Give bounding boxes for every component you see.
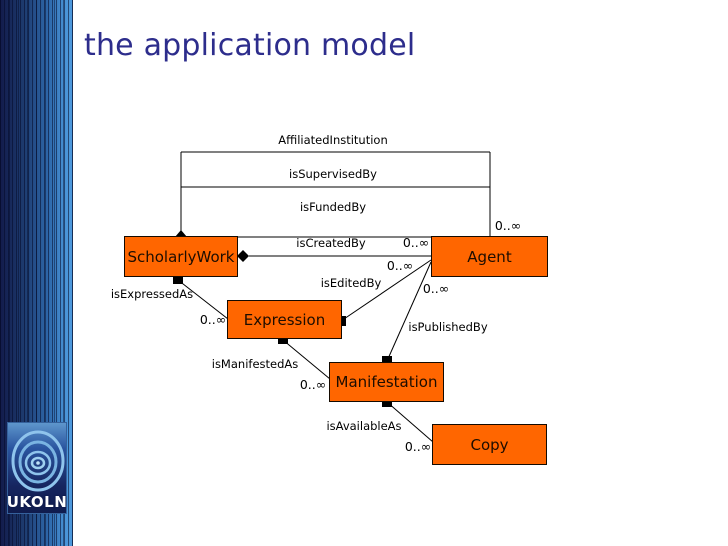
cardinality-label-ispublishedby: 0..∞: [422, 281, 450, 296]
connector-ismanifestedas: [282, 339, 331, 380]
entity-box-scholarlywork: ScholarlyWork: [124, 236, 238, 277]
relation-label-iscreatedby: isCreatedBy: [296, 236, 366, 250]
entity-label-copy: Copy: [470, 435, 509, 454]
entity-label-expression: Expression: [243, 310, 326, 329]
association-square-manifestation-top: [382, 356, 392, 366]
relation-label-iseditedby: isEditedBy: [320, 276, 382, 290]
cardinality-label-isexpressedas: 0..∞: [199, 312, 227, 327]
cardinality-label-isavailableas: 0..∞: [404, 439, 432, 454]
slide-title: the application model: [84, 28, 416, 63]
entity-box-copy: Copy: [432, 424, 547, 465]
connector-isavailableas: [386, 401, 434, 443]
ukoln-logo-text: UKOLN: [6, 493, 68, 511]
relation-label-isavailableas: isAvailableAs: [326, 419, 402, 433]
connector-iseditedby: [340, 259, 432, 322]
relation-label-isfundedby: isFundedBy: [299, 200, 367, 214]
ukoln-spiral-icon: [11, 430, 65, 492]
entity-label-agent: Agent: [467, 247, 512, 266]
entity-label-scholarlywork: ScholarlyWork: [127, 247, 235, 266]
entity-label-manifestation: Manifestation: [335, 373, 438, 391]
cardinality-label-iscreatedby: 0..∞: [402, 235, 430, 250]
entity-box-manifestation: Manifestation: [329, 362, 444, 402]
connector-isexpressedas: [177, 279, 229, 320]
relation-label-ispublishedby: isPublishedBy: [408, 320, 488, 334]
cardinality-label-ismanifestedas: 0..∞: [299, 377, 327, 392]
cardinality-label-iseditedby: 0..∞: [386, 258, 414, 273]
association-square-scholarlywork-bottom: [173, 274, 183, 284]
entity-box-expression: Expression: [227, 300, 342, 339]
association-square-expression-bottom: [278, 334, 288, 344]
relation-label-ismanifestedas: isManifestedAs: [211, 357, 299, 371]
ukoln-logo: UKOLN: [7, 422, 67, 514]
cardinality-label-agent-top: 0..∞: [494, 218, 522, 233]
entity-box-agent: Agent: [431, 236, 548, 277]
relation-label-issupervisedby: isSupervisedBy: [289, 167, 377, 181]
connector-ispublishedby: [386, 261, 432, 362]
relation-label-isexpressedas: isExpressedAs: [110, 287, 194, 301]
association-square-manifestation-bottom: [382, 397, 392, 407]
aggregation-diamond-scholarlywork-right: [237, 250, 249, 262]
relation-label-affiliatedinstitution: AffiliatedInstitution: [278, 133, 388, 147]
